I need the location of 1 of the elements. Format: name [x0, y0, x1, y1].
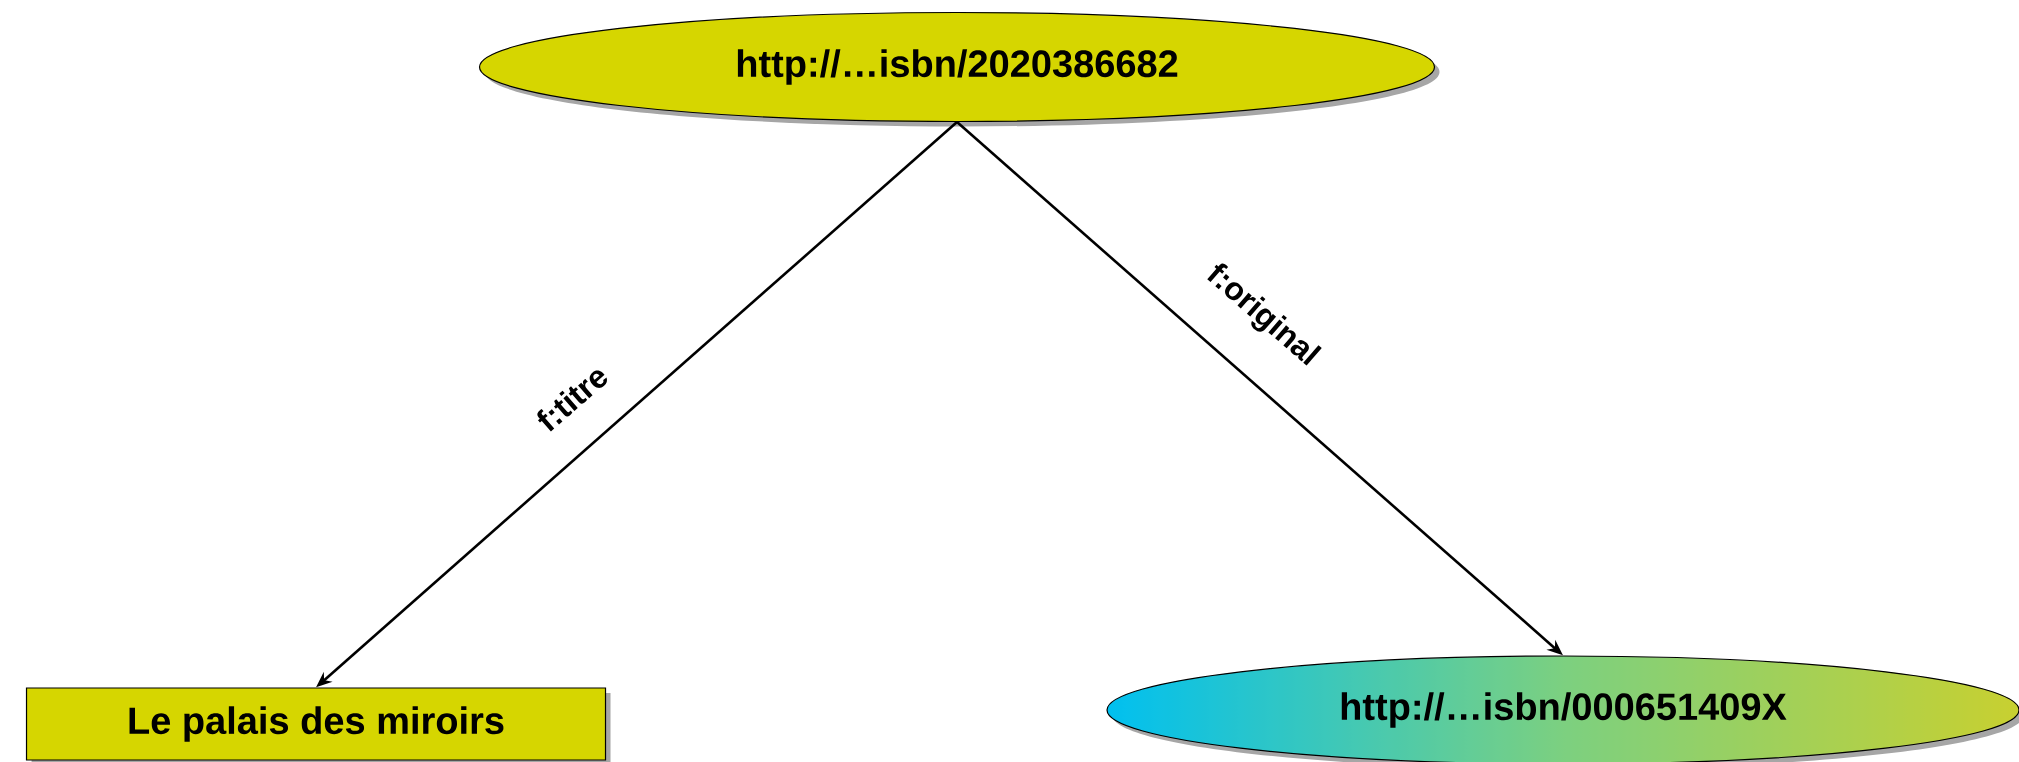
- text-box: Le palais des miroirs: [25, 687, 611, 762]
